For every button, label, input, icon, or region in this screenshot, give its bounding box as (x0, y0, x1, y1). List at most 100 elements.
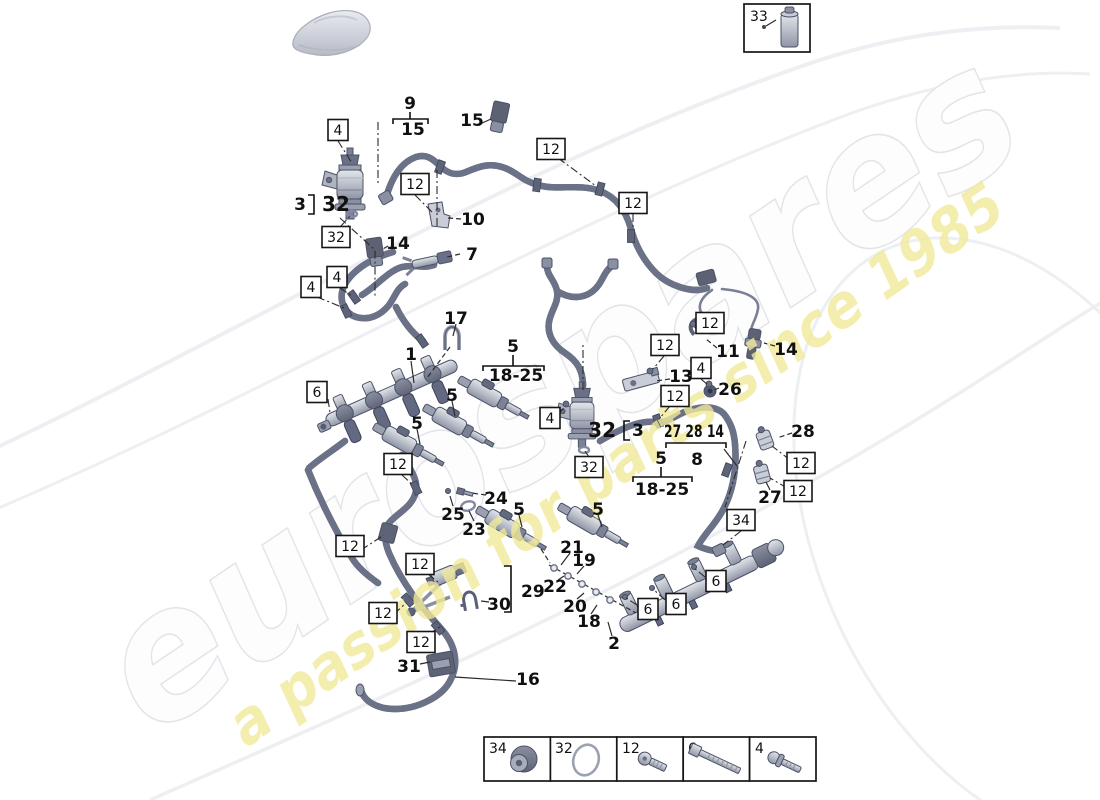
small-parts (339, 100, 775, 697)
callout-30: 30 (487, 595, 511, 615)
callout-5: 5 (592, 500, 604, 520)
svg-text:4: 4 (546, 411, 555, 427)
line-nut (607, 258, 619, 270)
callout-box-12: 12 (783, 479, 813, 503)
svg-text:18-25: 18-25 (489, 366, 543, 386)
callout-16: 16 (516, 670, 540, 690)
bracket-13 (622, 366, 660, 392)
short-bolt-icon (637, 751, 668, 772)
svg-text:4: 4 (333, 270, 342, 286)
svg-text:32: 32 (580, 460, 598, 476)
svg-text:6: 6 (672, 597, 681, 613)
svg-text:12: 12 (666, 389, 684, 405)
svg-text:32: 32 (322, 192, 350, 216)
callout-5: 5 (446, 386, 458, 406)
svg-text:12: 12 (389, 457, 407, 473)
callout-group: 518-25 (632, 449, 693, 500)
callout-box-12: 12 (695, 311, 725, 335)
legend-label: 34 (489, 741, 507, 757)
callout-box-12: 12 (406, 630, 436, 654)
svg-text:32: 32 (588, 418, 616, 442)
callout-1: 1 (405, 345, 417, 365)
callout-box-12: 12 (536, 137, 566, 161)
connector-31 (426, 650, 456, 678)
line-nut (541, 257, 553, 269)
legend-label: 32 (555, 741, 573, 757)
callout-18: 18 (577, 612, 601, 632)
callout-5: 5 (411, 414, 423, 434)
svg-text:34: 34 (732, 513, 750, 529)
clip-17 (443, 324, 461, 350)
callout-group: 915 (392, 94, 429, 140)
connector-14 (364, 236, 384, 267)
connector-15 (489, 100, 511, 134)
legend-label: 12 (622, 741, 640, 757)
svg-text:29: 29 (521, 582, 545, 602)
callout-box-12: 12 (618, 191, 648, 215)
line-clamps (339, 159, 734, 636)
fuel-rail-1 (317, 355, 458, 444)
callout-group: 29 (504, 565, 545, 613)
sensor-14 (744, 327, 762, 360)
callout-group: 518-25 (482, 337, 545, 386)
screw-plug-icon (510, 745, 538, 773)
callout-28: 28 (791, 422, 815, 442)
sensor-cable (695, 268, 760, 337)
callout-24: 24 (484, 489, 508, 509)
callout-box-4: 4 (327, 118, 349, 142)
line-nut (711, 543, 727, 557)
clip-27 (753, 459, 771, 485)
leader-lines (316, 118, 793, 682)
legend-label: 4 (755, 741, 764, 757)
svg-text:12: 12 (412, 635, 430, 651)
callout-box-4: 4 (690, 356, 712, 380)
callout-19: 19 (572, 551, 596, 571)
svg-text:9: 9 (404, 94, 416, 114)
o-ring-icon (571, 743, 601, 777)
cable-connector (695, 268, 717, 287)
callout-26: 26 (718, 380, 742, 400)
svg-text:27 28 14: 27 28 14 (664, 422, 724, 442)
background-swooshes (0, 25, 1100, 800)
svg-text:12: 12 (792, 456, 810, 472)
bolt-points (345, 209, 713, 601)
callout-11: 11 (716, 342, 740, 362)
callout-5: 5 (513, 500, 525, 520)
callout-17: 17 (444, 309, 468, 329)
callout-box-34: 34 (726, 508, 756, 532)
clip-30 (460, 590, 479, 612)
callout-box-6: 6 (705, 569, 727, 593)
svg-text:12: 12 (624, 196, 642, 212)
callout-box-6: 6 (665, 592, 687, 616)
valve-assembly-29 (406, 556, 468, 617)
callout-box-12: 12 (368, 601, 398, 625)
callout-7: 7 (466, 245, 478, 265)
callout-15: 15 (460, 111, 484, 131)
car-silhouette-icon (292, 9, 371, 56)
long-bolt-icon (688, 743, 742, 774)
flange-screw-icon (767, 751, 802, 773)
callout-25: 25 (441, 505, 465, 525)
elbow-fitting (377, 522, 399, 544)
svg-text:12: 12 (542, 142, 560, 158)
callout-box-6: 6 (637, 597, 659, 621)
svg-text:12: 12 (406, 177, 424, 193)
svg-text:32: 32 (327, 230, 345, 246)
callout-10: 10 (461, 210, 485, 230)
callout-21: 21 (560, 538, 584, 558)
callout-box-12: 12 (786, 451, 816, 475)
svg-text:15: 15 (401, 120, 425, 140)
callout-box-12: 12 (400, 172, 430, 196)
fitting-7 (402, 250, 453, 277)
svg-text:12: 12 (656, 338, 674, 354)
callout-box-32: 32 (574, 455, 604, 479)
callout-group: 27 28 148 (664, 422, 738, 470)
callout-20: 20 (563, 597, 587, 617)
seal-ring-23 (459, 500, 477, 512)
fastener-legend: 34 32 12 6 4 (483, 736, 817, 782)
seal-kit-18-22 (548, 564, 637, 614)
